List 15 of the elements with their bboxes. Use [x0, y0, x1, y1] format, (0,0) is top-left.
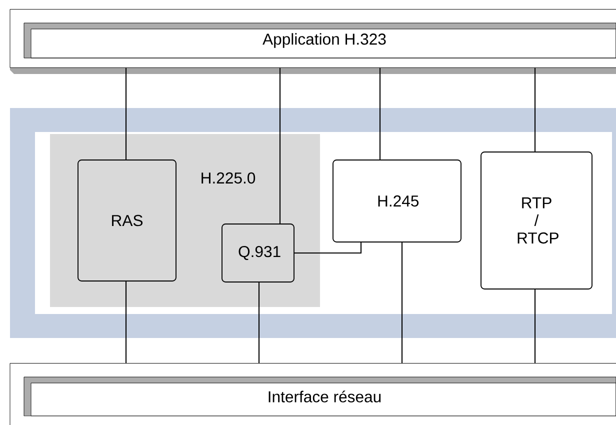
connector-line — [401, 242, 403, 364]
protocol-box: Q.931 — [222, 224, 294, 282]
connector-line — [258, 282, 260, 364]
connector-line — [379, 68, 381, 160]
connector-line — [294, 242, 362, 254]
protocol-box: H.245 — [332, 160, 462, 242]
layer-bar: Interface réseau — [10, 363, 616, 425]
connector-line — [125, 68, 127, 160]
layer-bar: Application H.323 — [10, 9, 616, 74]
connector-line — [534, 289, 536, 364]
connector-line — [534, 68, 536, 152]
connector-line — [125, 281, 127, 364]
connector-line — [279, 68, 281, 224]
protocol-box: RTP / RTCP — [480, 152, 592, 290]
protocol-box: RAS — [78, 160, 176, 282]
